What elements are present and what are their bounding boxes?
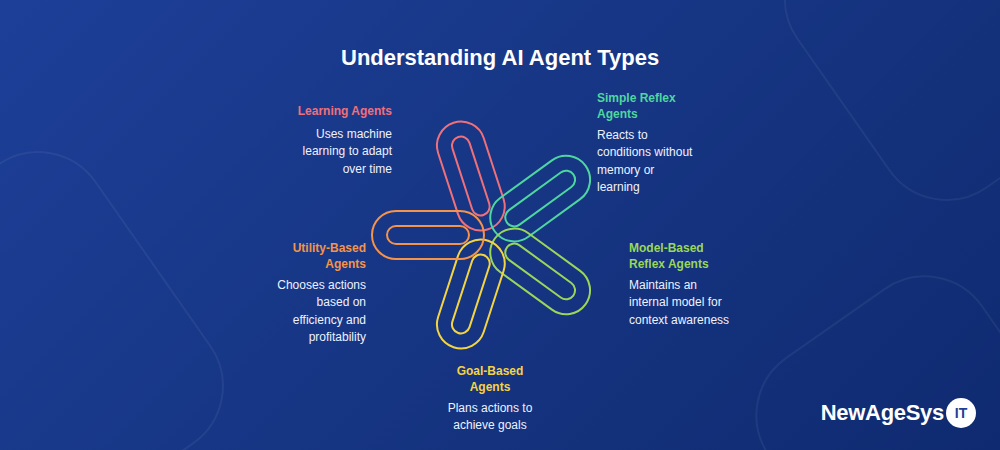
diagram-title: Understanding AI Agent Types xyxy=(341,42,659,74)
agent-type-heading: Goal-Based Agents xyxy=(440,364,540,395)
agent-type-description: Maintains an internal model for context … xyxy=(629,277,737,329)
agent-type-heading: Utility-Based Agents xyxy=(270,241,366,272)
agent-type-heading: Model-Based Reflex Agents xyxy=(629,241,725,272)
agent-type-description: Chooses actions based on efficiency and … xyxy=(266,277,366,347)
agent-type-description: Reacts to conditions without memory or l… xyxy=(597,127,693,197)
agent-type-heading: Learning Agents xyxy=(252,104,392,120)
brand-logo: NewAgeSysIT xyxy=(821,398,976,428)
logo-wordmark: NewAgeSys xyxy=(821,400,944,426)
agent-type-description: Uses machine learning to adapt over time xyxy=(292,126,392,178)
agent-type-heading: Simple Reflex Agents xyxy=(597,91,693,122)
logo-badge: IT xyxy=(946,398,976,428)
agent-type-description: Plans actions to achieve goals xyxy=(430,400,550,435)
